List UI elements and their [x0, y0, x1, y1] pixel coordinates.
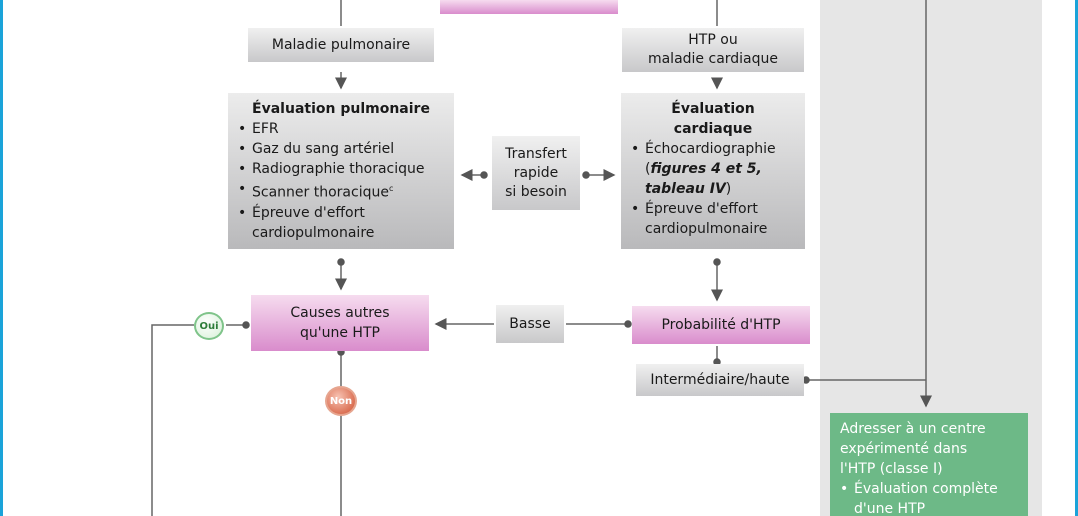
probabilite-label: Probabilité d'HTP [661, 317, 781, 333]
transfert-box: Transfert rapide si besoin [492, 136, 580, 210]
transfert-line1: Transfert [505, 145, 567, 162]
eval-pulm-item: Épreuve d'effort [238, 203, 444, 223]
eval-card-item-echo: Échocardiographie [631, 139, 795, 159]
basse-label: Basse [509, 316, 551, 332]
probabilite-htp-box: Probabilité d'HTP [632, 306, 810, 344]
eval-pulm-item: EFR [238, 119, 444, 139]
eval-card-references: (figures 4 et 5, tableau IV) [631, 159, 795, 199]
causes-line2: qu'une HTP [300, 325, 380, 341]
htp-ou-box: HTP ou maladie cardiaque [622, 28, 804, 72]
page-frame-left [0, 0, 3, 516]
causes-autres-box: Causes autres qu'une HTP [251, 295, 429, 351]
basse-box: Basse [496, 305, 564, 343]
evaluation-pulmonaire-box: Évaluation pulmonaire EFR Gaz du sang ar… [228, 93, 454, 249]
ref-tableau: tableau IV [645, 181, 726, 197]
adresser-line1: Adresser à un centre [840, 421, 986, 437]
non-label: Non [329, 395, 353, 407]
htp-ou-line2: maladie cardiaque [647, 51, 779, 67]
non-decision-circle: Non [325, 386, 357, 416]
adresser-item-continuation: d'une HTP [854, 501, 926, 516]
maladie-pulmonaire-box: Maladie pulmonaire [248, 28, 434, 62]
oui-decision-circle: Oui [194, 312, 224, 340]
adresser-line3: l'HTP (classe I) [840, 461, 943, 477]
causes-line1: Causes autres [290, 305, 390, 321]
eval-pulm-item-scanner: Scanner thoraciquec [238, 179, 444, 203]
ref-close: ) [725, 181, 732, 197]
evaluation-cardiaque-title: Évaluation cardiaque [671, 101, 755, 137]
eval-pulm-item: Radiographie thoracique [238, 159, 444, 179]
intermediaire-label: Intermédiaire/haute [650, 372, 790, 388]
top-pink-box [440, 0, 618, 14]
eval-pulm-item-continuation: cardiopulmonaire [252, 224, 375, 241]
evaluation-cardiaque-box: Évaluation cardiaque Échocardiographie (… [621, 93, 805, 249]
transfert-line2: rapide [513, 164, 559, 181]
adresser-item: Évaluation complète [840, 479, 1018, 499]
htp-ou-line1: HTP ou [688, 32, 738, 48]
transfert-line3: si besoin [505, 183, 567, 200]
eval-card-item-continuation: cardiopulmonaire [645, 221, 768, 237]
page-frame-right [1075, 0, 1078, 516]
adresser-line2: expérimenté dans [840, 441, 968, 457]
intermediaire-haute-box: Intermédiaire/haute [636, 364, 804, 396]
adresser-centre-box: Adresser à un centre expérimenté dans l'… [830, 413, 1028, 516]
evaluation-pulmonaire-title: Évaluation pulmonaire [252, 101, 430, 117]
eval-pulm-item: Gaz du sang artériel [238, 139, 444, 159]
footnote-c: c [388, 184, 394, 193]
eval-pulm-item: Scanner thoracique [252, 184, 389, 201]
ref-open: ( [645, 161, 651, 177]
maladie-pulmonaire-label: Maladie pulmonaire [271, 37, 411, 53]
oui-label: Oui [199, 320, 219, 332]
ref-figures: figures 4 et 5, [650, 161, 762, 177]
eval-card-item-effort: Épreuve d'effort [631, 199, 795, 219]
